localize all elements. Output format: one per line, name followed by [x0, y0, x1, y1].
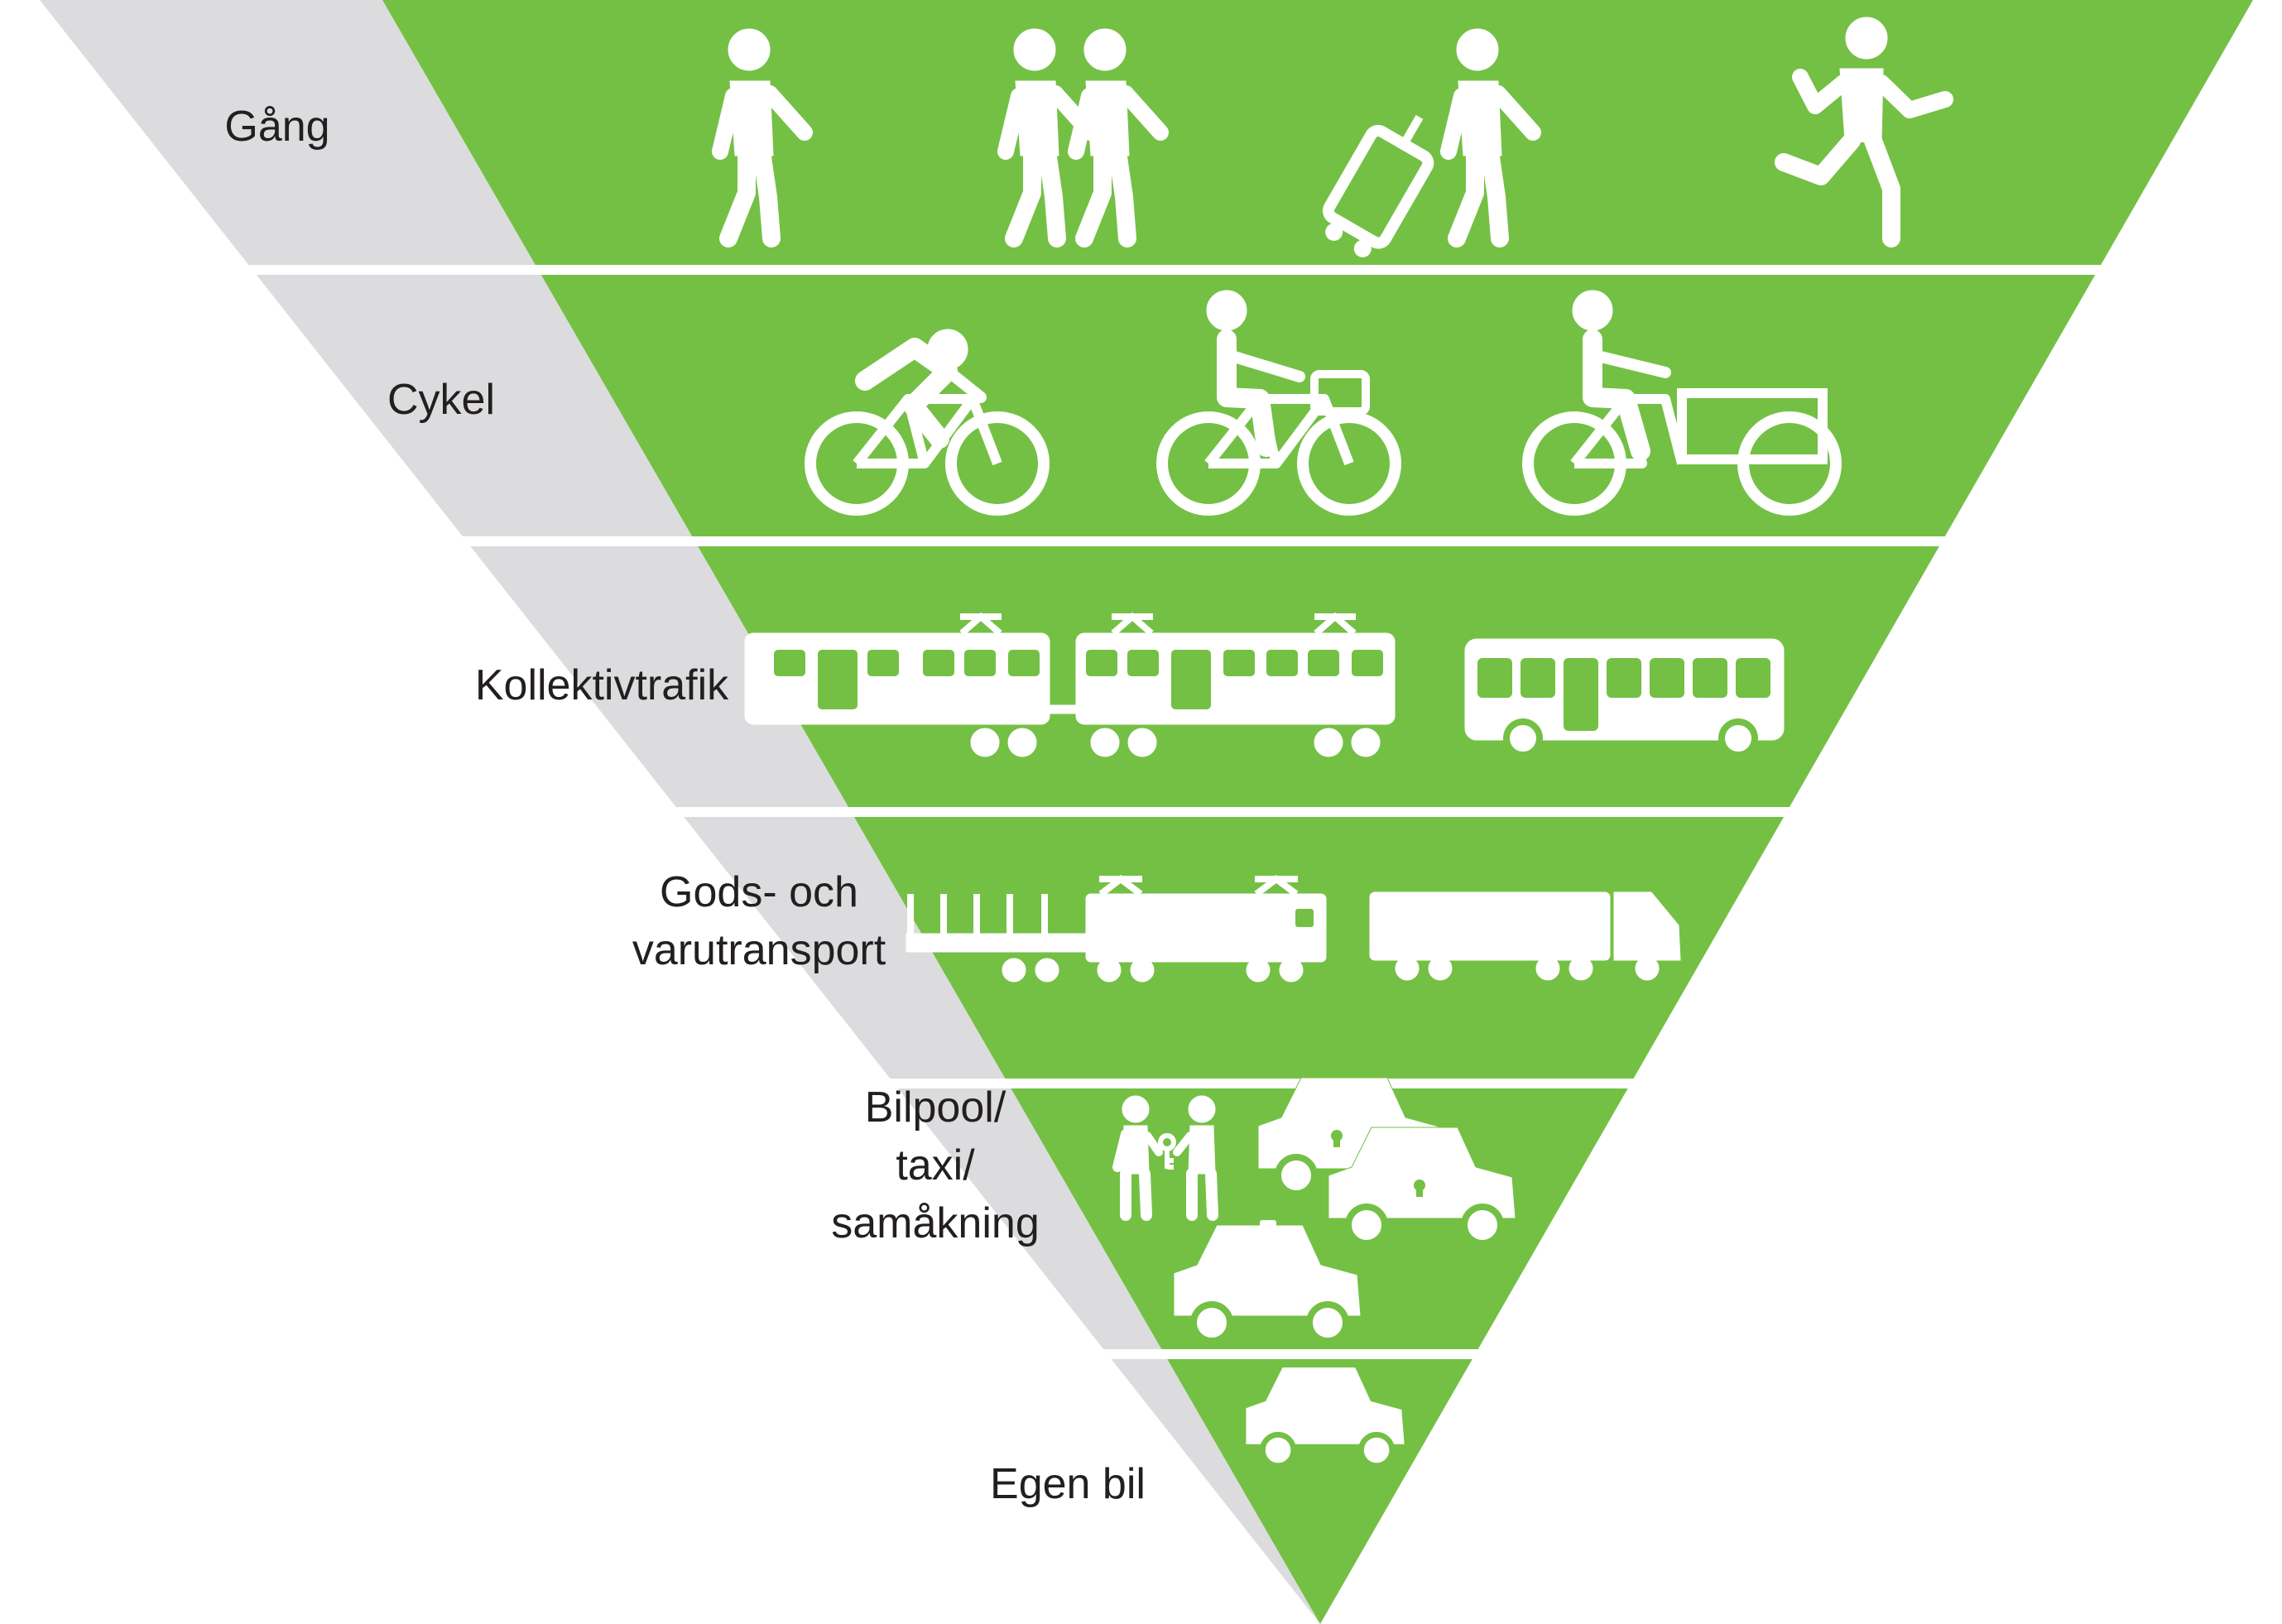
- taxi-icon: [1174, 1220, 1361, 1341]
- gray-band-kollektivtrafik: [470, 546, 849, 807]
- gray-band-gods: [684, 817, 1006, 1079]
- bus-icon: [1464, 638, 1785, 758]
- gray-band-gang: [40, 0, 536, 265]
- level-icons: [720, 17, 1945, 1466]
- label-gods-line-1: Gods- och: [660, 868, 858, 916]
- truck-icon: [1369, 891, 1681, 981]
- label-gang-line-1: Gång: [224, 103, 329, 151]
- gray-band-cykel: [256, 275, 693, 536]
- gray-band-egen-bil: [1111, 1359, 1320, 1624]
- freight-train-icon: [906, 875, 1327, 983]
- label-bilpool-line-1: Bilpool/: [865, 1083, 1006, 1132]
- label-gods-line-2: varutransport: [632, 926, 886, 974]
- racing-cyclist-icon: [810, 329, 1044, 510]
- label-kollektivtrafik-line-1: Kollektivtrafik: [475, 661, 729, 709]
- label-egen-bil-line-1: Egen bil: [990, 1460, 1146, 1508]
- label-bilpool-line-3: samåkning: [831, 1199, 1039, 1247]
- gray-label-bands: [40, 0, 1320, 1624]
- label-bilpool-line-2: taxi/: [896, 1141, 975, 1189]
- label-cykel-line-1: Cykel: [387, 376, 495, 424]
- cargo-bike-icon: [1522, 290, 1842, 516]
- gray-band-bilpool: [897, 1088, 1162, 1349]
- carpool-cars-icon: [1258, 1078, 1516, 1243]
- green-band-gang: [382, 0, 2253, 265]
- traveler-with-suitcase-icon: [1323, 29, 1533, 257]
- cyclist-with-basket-icon: [1162, 290, 1396, 510]
- tram-icon: [744, 612, 1396, 757]
- car-key-handover-icon: [1112, 1095, 1218, 1221]
